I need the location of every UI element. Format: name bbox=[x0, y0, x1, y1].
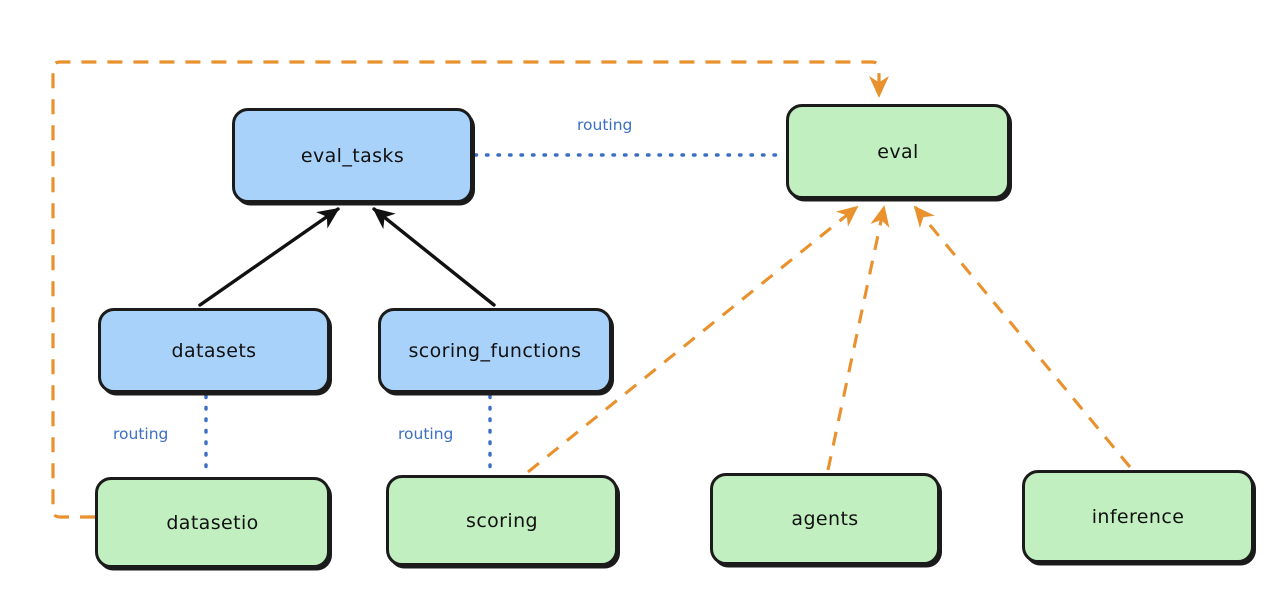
node-label-datasetio: datasetio bbox=[166, 511, 259, 534]
edge-agents-eval bbox=[826, 205, 890, 471]
node-datasetio[interactable]: datasetio bbox=[95, 477, 330, 568]
node-agents[interactable]: agents bbox=[710, 473, 940, 565]
node-label-scoring: scoring bbox=[466, 509, 538, 532]
edge-label-routing-eval-tasks: routing bbox=[577, 116, 633, 134]
node-label-inference: inference bbox=[1091, 505, 1185, 528]
edge-inference-eval bbox=[913, 205, 1132, 468]
edge-label-routing-datasets: routing bbox=[113, 425, 169, 443]
edge-datasets-eval-tasks bbox=[198, 207, 340, 307]
node-label-datasets: datasets bbox=[171, 339, 257, 362]
node-label-eval-tasks: eval_tasks bbox=[300, 144, 405, 167]
node-scoring-functions[interactable]: scoring_functions bbox=[378, 308, 612, 393]
node-datasets[interactable]: datasets bbox=[98, 308, 330, 393]
node-eval-tasks[interactable]: eval_tasks bbox=[232, 108, 473, 203]
node-eval[interactable]: eval bbox=[786, 104, 1010, 199]
edge-scoring-functions-eval-tasks bbox=[372, 207, 496, 307]
edge-label-routing-scoring-functions: routing bbox=[398, 425, 454, 443]
node-label-eval: eval bbox=[877, 140, 919, 163]
node-label-scoring-functions: scoring_functions bbox=[408, 339, 582, 362]
node-scoring[interactable]: scoring bbox=[386, 475, 618, 566]
node-label-agents: agents bbox=[791, 508, 859, 530]
node-inference[interactable]: inference bbox=[1022, 470, 1254, 563]
